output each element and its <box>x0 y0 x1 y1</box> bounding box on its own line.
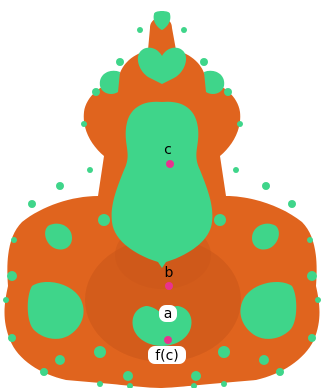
point-b-label: b <box>165 265 174 281</box>
point-fc: f(c) <box>148 346 186 364</box>
point-c-marker <box>166 160 174 168</box>
point-a-label: a <box>164 306 173 322</box>
point-fc-label: f(c) <box>155 348 179 364</box>
green-crown-right <box>204 71 224 94</box>
green-small-right <box>214 214 226 226</box>
point-c-label: c <box>164 142 172 158</box>
green-crown-left <box>100 71 120 94</box>
green-small-left <box>98 214 110 226</box>
green-regions <box>7 11 317 381</box>
point-b-marker <box>165 282 173 290</box>
point-a-marker <box>164 336 172 344</box>
green-main-body <box>112 102 213 268</box>
point-b: b <box>165 265 174 290</box>
